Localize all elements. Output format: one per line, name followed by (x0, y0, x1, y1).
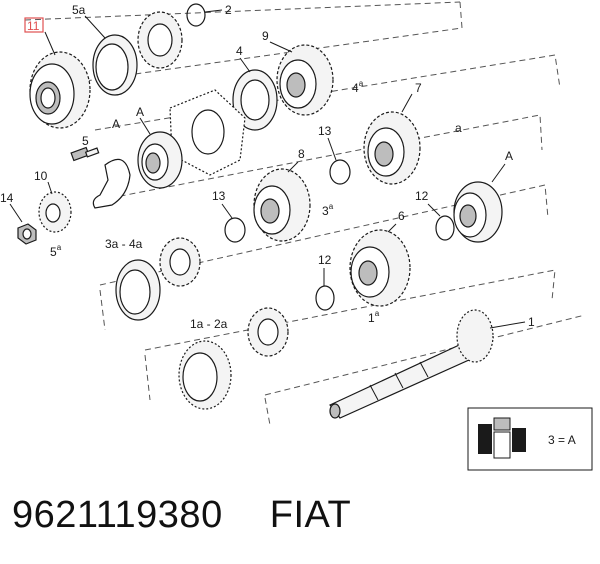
part-11-highlight-box[interactable] (24, 17, 44, 33)
label-9: 9 (262, 29, 269, 43)
part-13-circlip-upper[interactable] (329, 159, 351, 185)
part-synchro-hub-5[interactable] (137, 11, 183, 69)
part-1a-2a-synchro-hub[interactable] (247, 307, 289, 357)
part-1a-2a-sleeve[interactable] (178, 340, 232, 410)
part-12-circlip-right[interactable] (435, 215, 455, 241)
part-13-circlip-lower[interactable] (224, 217, 246, 243)
label-A-3: A (505, 149, 513, 163)
part-retaining-plate[interactable] (92, 158, 131, 209)
label-5: 5 (82, 134, 89, 148)
label-1a: 1a (368, 309, 380, 325)
part-4-washer[interactable] (232, 69, 278, 131)
label-12-right: 12 (415, 189, 429, 203)
label-4a: 4a (352, 79, 364, 95)
legend-box: 3 = A (467, 407, 593, 471)
part-11-gear[interactable] (29, 51, 91, 129)
label-11: 11 (27, 19, 40, 33)
part-housing-plate (169, 89, 246, 176)
label-5a-second: 5a (50, 243, 62, 259)
part-8-gear[interactable] (253, 168, 311, 242)
label-2: 2 (225, 3, 232, 17)
part-1-mainshaft[interactable] (329, 309, 494, 419)
part-bearing-a-right[interactable] (453, 181, 503, 243)
part-7-gear[interactable] (363, 111, 421, 185)
label-3a-4a: 3a - 4a (105, 237, 143, 251)
part-10-gear[interactable] (38, 191, 72, 233)
label-12-lower: 12 (318, 253, 332, 267)
part-3a-4a-synchro-hub[interactable] (159, 237, 201, 287)
label-4: 4 (236, 44, 243, 58)
label-13-lower: 13 (212, 189, 226, 203)
label-8: 8 (298, 147, 305, 161)
label-7: 7 (415, 81, 422, 95)
footer: 9621119380 FIAT (12, 494, 592, 544)
part-14-nut[interactable] (17, 223, 37, 245)
label-14: 14 (0, 191, 14, 205)
part-5-bolt[interactable] (70, 146, 100, 162)
part-3a-4a-sleeve[interactable] (115, 259, 161, 321)
label-1: 1 (528, 315, 535, 329)
part-9-gear[interactable] (276, 44, 334, 116)
label-3a: 3a (322, 202, 334, 218)
part-bearing-a-left[interactable] (137, 131, 183, 189)
label-A-2: A (136, 105, 144, 119)
assembly-symbol-icon (478, 417, 526, 459)
label-10: 10 (34, 169, 48, 183)
label-13-upper: 13 (318, 124, 332, 138)
label-1a-2a: 1a - 2a (190, 317, 228, 331)
part-2-circlip[interactable] (186, 3, 206, 27)
label-A-1: A (112, 117, 120, 131)
part-number: 9621119380 (12, 494, 223, 536)
label-6: 6 (398, 209, 405, 223)
brand-name: FIAT (269, 494, 352, 536)
label-5a: 5a (72, 3, 86, 17)
label-a: a (455, 121, 462, 135)
part-6-gear[interactable] (349, 229, 411, 307)
part-5a-synchro-ring[interactable] (92, 34, 138, 96)
diagram-canvas: 11 5a 2 4 9 4a A A (0, 1, 593, 471)
part-12-circlip-lower[interactable] (315, 285, 335, 311)
legend-text: 3 = A (548, 433, 576, 447)
